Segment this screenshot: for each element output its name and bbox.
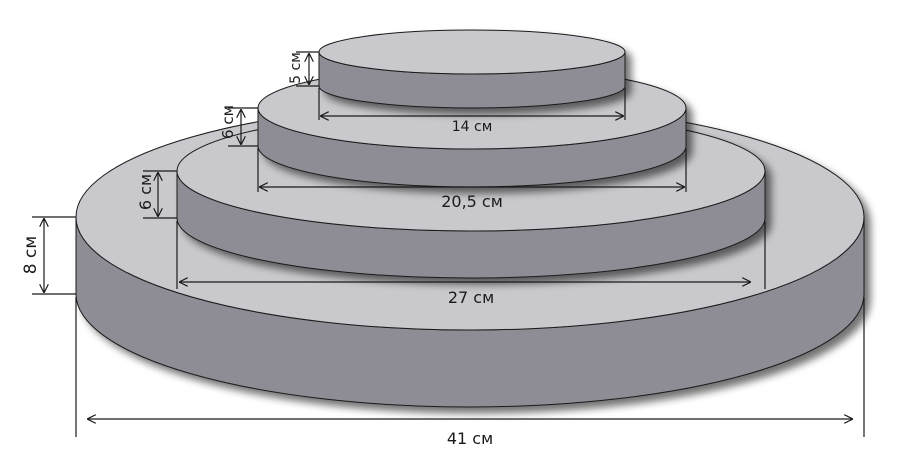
tier-4-cake-layer bbox=[318, 29, 626, 109]
tier-1-diameter-dimension: 41 см bbox=[75, 297, 865, 448]
tier-3-diameter-label: 20,5 см bbox=[441, 192, 503, 211]
tier-4-top bbox=[318, 29, 626, 75]
tier-3-height-dimension: 6 см bbox=[219, 105, 258, 147]
tier-3-height-label: 6 см bbox=[219, 105, 237, 139]
tier-3-diameter-dimension: 20,5 см bbox=[257, 148, 687, 211]
tier-2-diameter-dimension: 27 см bbox=[176, 221, 766, 307]
tier-4-height-dimension: 5 см bbox=[288, 51, 319, 87]
tier-1-height-dimension: 8 см bbox=[21, 216, 76, 295]
tier-1-height-label: 8 см bbox=[21, 236, 41, 274]
tier-1-diameter-label: 41 см bbox=[447, 429, 493, 448]
tier-2-height-dimension: 6 см bbox=[136, 170, 177, 219]
tier-4-diameter-dimension: 14 см bbox=[318, 88, 626, 135]
tier-2-height-label: 6 см bbox=[136, 174, 155, 210]
tier-2-diameter-label: 27 см bbox=[448, 288, 494, 307]
tier-4-diameter-label: 14 см bbox=[452, 119, 493, 135]
tier-4-height-label: 5 см bbox=[288, 52, 304, 84]
